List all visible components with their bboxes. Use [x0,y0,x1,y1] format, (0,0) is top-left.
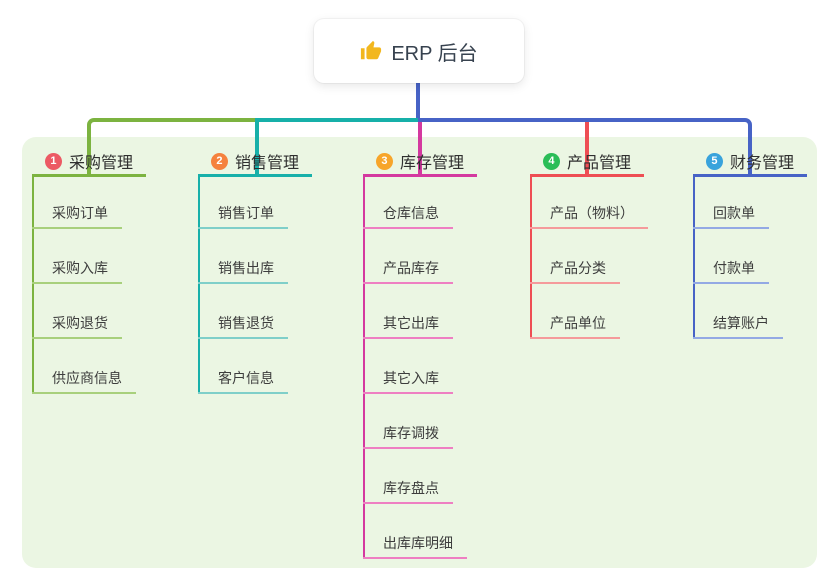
child-node[interactable]: 采购退货 [32,313,122,339]
branch-header-product[interactable]: 4 产品管理 [530,148,644,177]
branch-header-purchase[interactable]: 1 采购管理 [32,148,146,177]
branch-child-line [32,177,34,394]
branch-header-sales[interactable]: 2 销售管理 [198,148,312,177]
branch-label: 财务管理 [729,155,794,172]
child-label: 客户信息 [218,370,274,386]
root-node[interactable]: ERP 后台 [314,19,524,83]
child-node[interactable]: 采购订单 [32,203,122,229]
child-node[interactable]: 销售退货 [198,313,288,339]
child-label: 采购订单 [52,205,108,221]
child-label: 产品单位 [550,315,606,331]
child-label: 采购退货 [52,315,108,331]
child-node[interactable]: 客户信息 [198,368,288,394]
child-label: 销售出库 [218,260,274,276]
child-label: 产品分类 [550,260,606,276]
branch-label: 产品管理 [566,155,631,172]
child-node[interactable]: 产品（物料） [530,203,648,229]
connector-drop-product [585,122,589,177]
connector-bus-purchase [87,118,255,177]
child-label: 结算账户 [713,315,769,331]
child-node[interactable]: 销售出库 [198,258,288,284]
child-label: 出库库明细 [383,535,453,551]
branch-product: 4 产品管理 产品（物料） 产品分类 产品单位 [530,148,648,339]
child-node[interactable]: 其它入库 [363,368,453,394]
child-node[interactable]: 仓库信息 [363,203,453,229]
child-node[interactable]: 出库库明细 [363,533,467,559]
branch-header-finance[interactable]: 5 财务管理 [693,148,807,177]
child-label: 销售订单 [218,205,274,221]
child-label: 销售退货 [218,315,274,331]
branch-child-line [363,177,365,559]
child-label: 库存盘点 [383,480,439,496]
branch-badge: 1 [44,152,62,170]
child-node[interactable]: 库存盘点 [363,478,453,504]
branch-child-line [693,177,695,339]
branch-child-line [198,177,200,394]
child-node[interactable]: 采购入库 [32,258,122,284]
branch-purchase: 1 采购管理 采购订单 采购入库 采购退货 供应商信息 [32,148,146,394]
child-node[interactable]: 付款单 [693,258,769,284]
branch-label: 采购管理 [68,155,133,172]
child-label: 回款单 [713,205,755,221]
child-node[interactable]: 回款单 [693,203,769,229]
connector-bus-finance [418,118,752,177]
branch-sales: 2 销售管理 销售订单 销售出库 销售退货 客户信息 [198,148,312,394]
child-label: 付款单 [713,260,755,276]
branch-finance: 5 财务管理 回款单 付款单 结算账户 [693,148,807,339]
child-label: 库存调拨 [383,425,439,441]
child-label: 仓库信息 [383,205,439,221]
child-label: 采购入库 [52,260,108,276]
child-label: 产品（物料） [550,205,634,221]
branches-panel [22,137,817,568]
branch-label: 销售管理 [234,155,299,172]
connector-bus-sales [255,118,418,177]
branch-badge: 5 [705,152,723,170]
child-node[interactable]: 销售订单 [198,203,288,229]
child-label: 其它入库 [383,370,439,386]
child-label: 产品库存 [383,260,439,276]
child-node[interactable]: 其它出库 [363,313,453,339]
child-label: 其它出库 [383,315,439,331]
branch-badge: 4 [542,152,560,170]
child-node[interactable]: 供应商信息 [32,368,136,394]
thumbs-up-icon [361,40,382,60]
branch-label: 库存管理 [399,155,464,172]
child-node[interactable]: 结算账户 [693,313,783,339]
child-node[interactable]: 产品单位 [530,313,620,339]
child-node[interactable]: 产品库存 [363,258,453,284]
child-label: 供应商信息 [52,370,122,386]
branch-inventory: 3 库存管理 仓库信息 产品库存 其它出库 其它入库 库存调拨 库存盘点 出库库… [363,148,477,559]
branch-header-inventory[interactable]: 3 库存管理 [363,148,477,177]
branch-child-line [530,177,532,339]
connector-drop-inventory [418,122,422,177]
connector-root-drop [416,83,420,118]
branch-badge: 3 [375,152,393,170]
child-node[interactable]: 库存调拨 [363,423,453,449]
branch-badge: 2 [210,152,228,170]
root-label: ERP 后台 [391,42,478,65]
child-node[interactable]: 产品分类 [530,258,620,284]
